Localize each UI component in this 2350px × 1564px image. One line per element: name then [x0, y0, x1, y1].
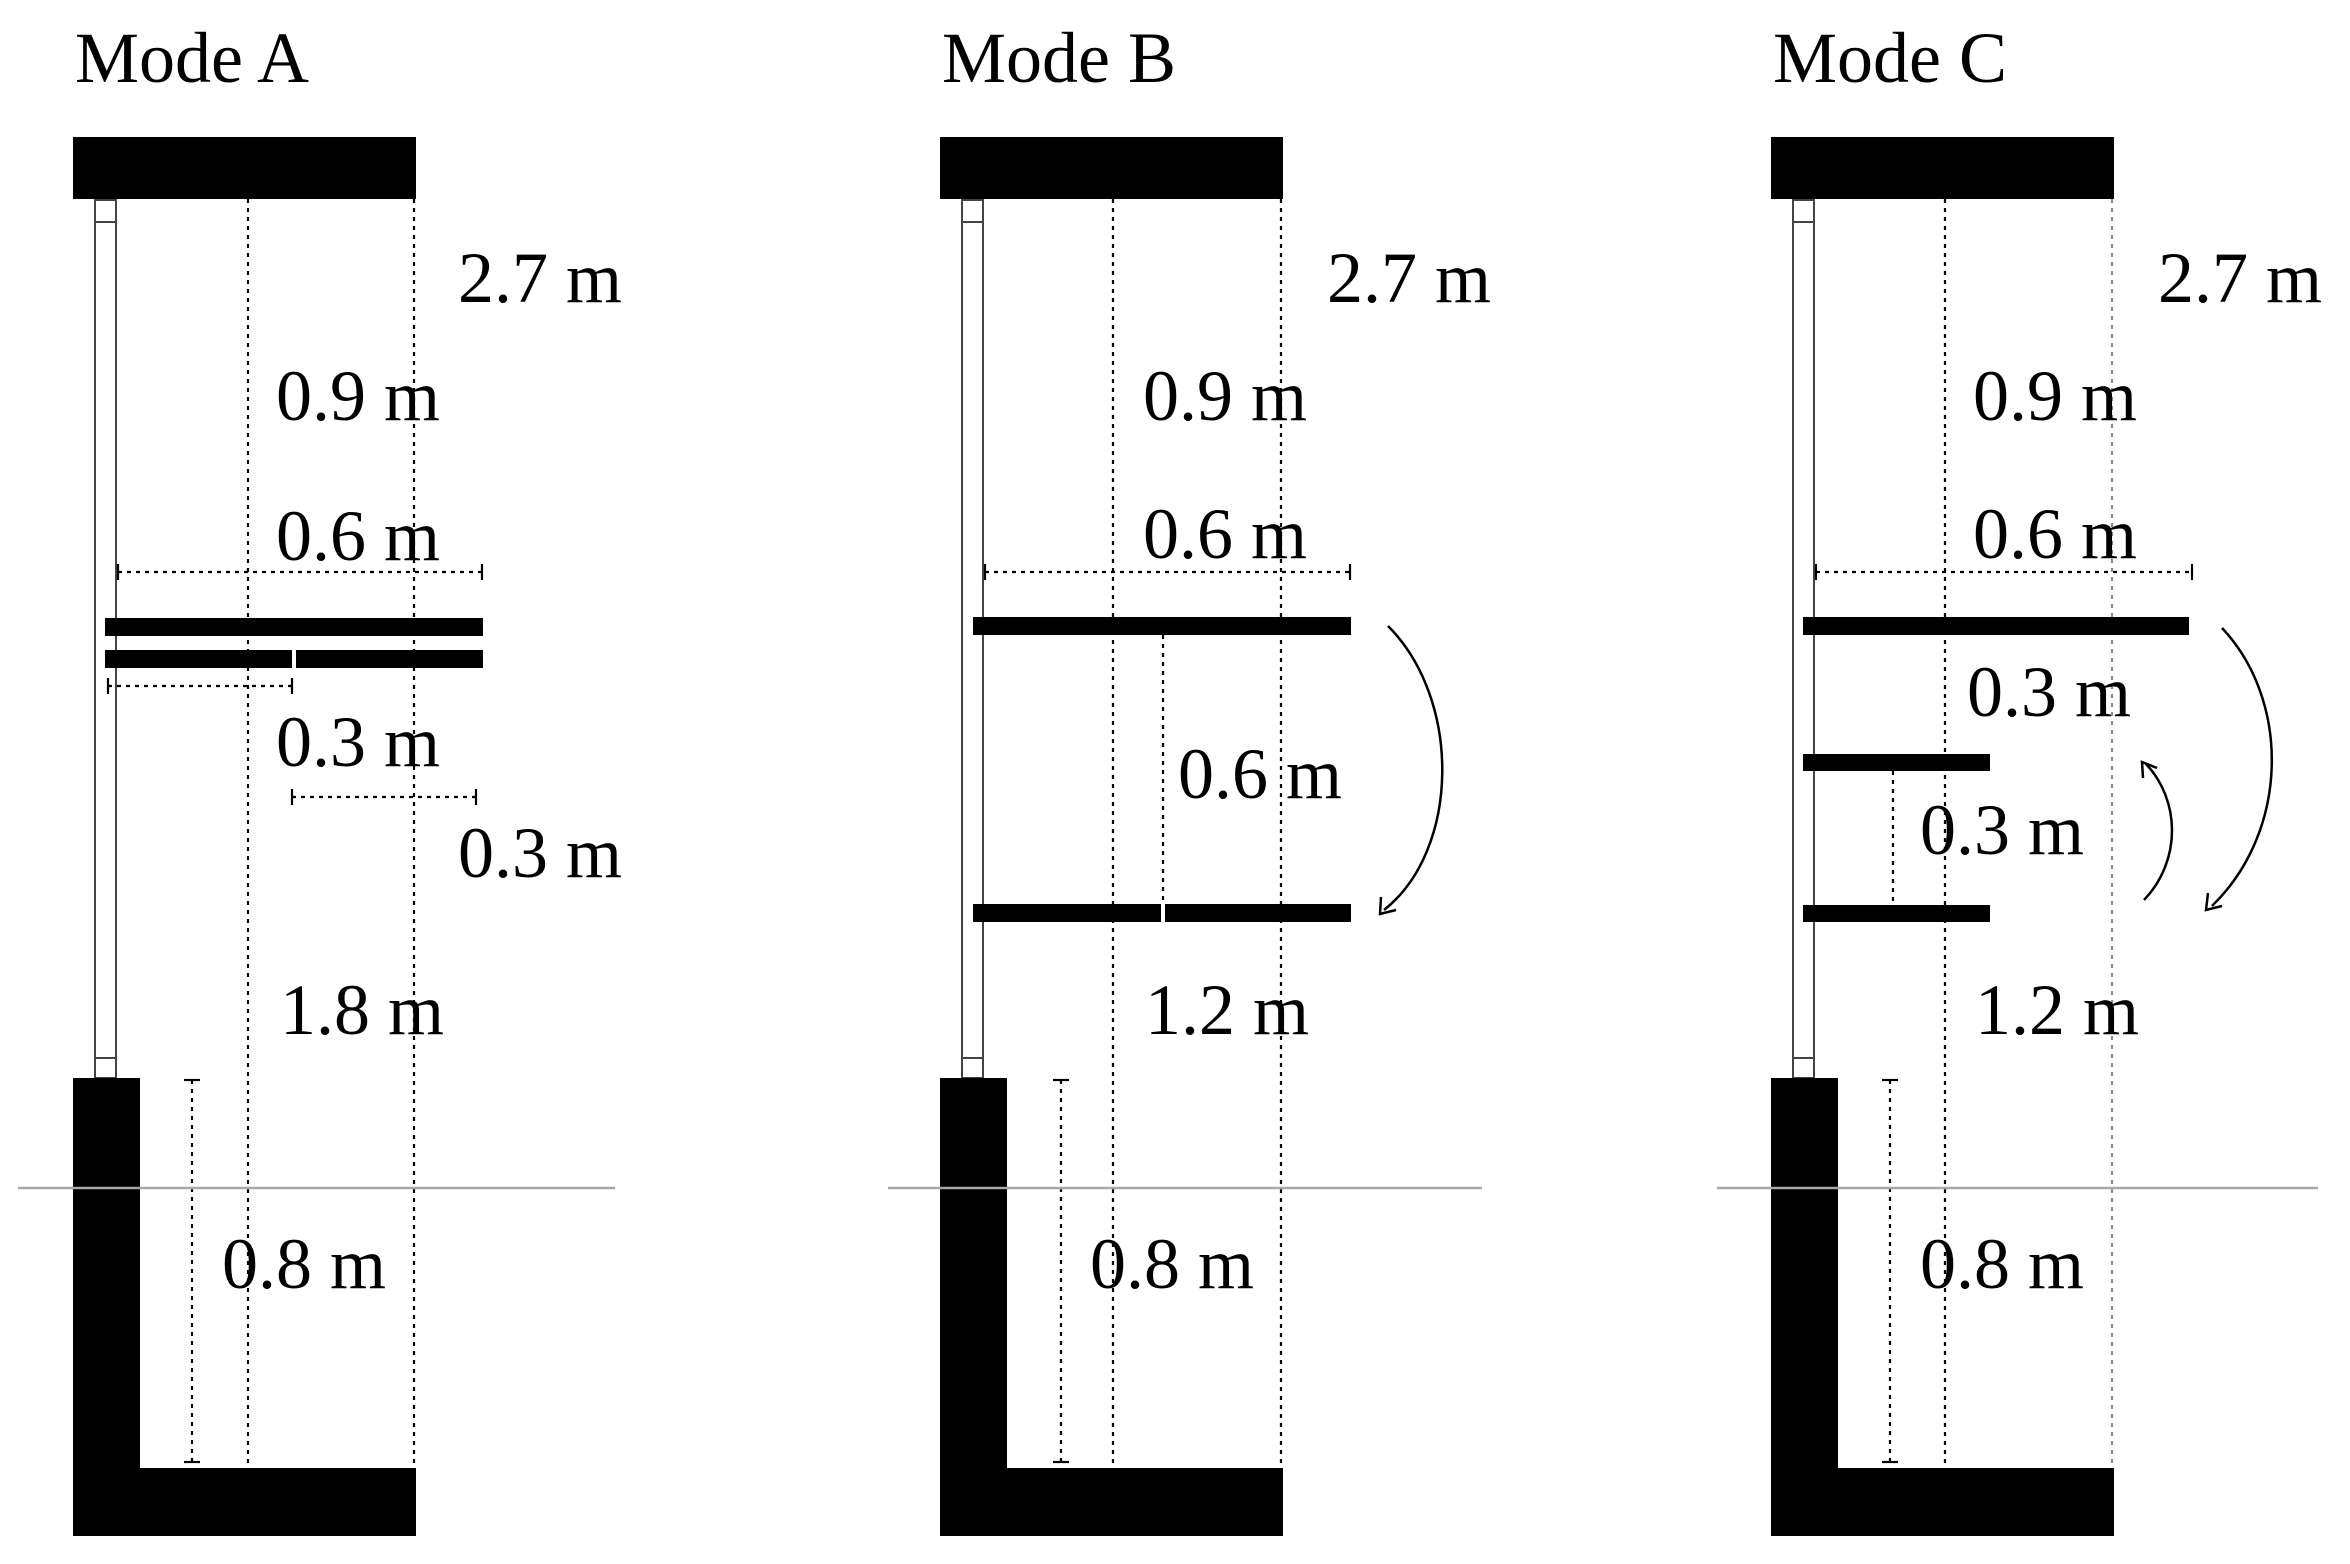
mode-a-upper-shelf [105, 618, 483, 636]
mode-c-base-structure [1771, 1078, 2114, 1536]
mode-b-movement-arc [1383, 625, 1444, 911]
mode-c-inner-movement-arc [2143, 763, 2174, 901]
mode-c-upper-shelf [1803, 617, 2189, 635]
mode-b-ceiling-slab [940, 137, 1283, 199]
mode-c-base-depth-label: 0.8 m [1920, 1224, 2084, 1304]
mode-c-outer-arrowhead [2204, 892, 2223, 912]
mode-a-total-height-label: 2.7 m [458, 238, 622, 318]
mode-c-inner-arrowhead [2140, 760, 2158, 779]
mode-c-title: Mode C [1773, 18, 2007, 98]
mode-c-lower-section-label: 1.2 m [1975, 970, 2139, 1050]
mode-b-overhang-label: 0.6 m [1143, 494, 1307, 574]
mode-b-arrowhead [1378, 896, 1397, 916]
mode-b-shelf-spacing-label: 0.6 m [1178, 734, 1342, 814]
mode-b-total-height-label: 2.7 m [1327, 238, 1491, 318]
mode-b-base-structure [940, 1078, 1283, 1536]
mode-b-panel: Mode B 2.7 m 0.9 m 0.6 m 0.6 m 1.2 m 0.8… [888, 18, 1491, 1536]
mode-c-short-shelf-upper [1803, 754, 1990, 771]
mode-c-wall-pipe [1792, 199, 1815, 1079]
mode-c-overhang-label: 0.6 m [1973, 494, 2137, 574]
mode-a-wall-pipe [94, 199, 117, 1079]
mode-b-lower-section-label: 1.2 m [1145, 970, 1309, 1050]
mode-b-title: Mode B [942, 18, 1176, 98]
mode-b-top-section-label: 0.9 m [1143, 356, 1307, 436]
mode-c-short-spacing-label: 0.3 m [1920, 790, 2084, 870]
mode-c-upper-gap-label: 0.3 m [1967, 652, 2131, 732]
mode-c-total-height-label: 2.7 m [2158, 238, 2322, 318]
mode-b-base-depth-label: 0.8 m [1090, 1224, 1254, 1304]
mode-b-upper-shelf [973, 617, 1351, 635]
mode-c-short-shelf-lower [1803, 905, 1990, 922]
mode-a-base-structure [73, 1078, 416, 1536]
mode-c-ceiling-slab [1771, 137, 2114, 199]
mode-c-outer-movement-arc [2211, 627, 2274, 907]
mode-a-base-depth-label: 0.8 m [222, 1224, 386, 1304]
mode-a-outer-label: 0.3 m [458, 813, 622, 893]
mode-c-panel: Mode C 2.7 m 0.9 m 0.6 m 0.3 m 0.3 m 1.2… [1717, 18, 2322, 1536]
mode-c-top-section-label: 0.9 m [1973, 356, 2137, 436]
mode-a-panel: Mode A 2.7 m 0.9 m [18, 18, 622, 1536]
mode-a-overhang-label: 0.6 m [276, 496, 440, 576]
mode-a-inner-label: 0.3 m [276, 702, 440, 782]
mode-b-wall-pipe [961, 199, 984, 1079]
mode-a-top-section-label: 0.9 m [276, 356, 440, 436]
mode-a-title: Mode A [75, 18, 309, 98]
mode-a-lower-section-label: 1.8 m [280, 970, 444, 1050]
mode-a-ceiling-slab [73, 137, 416, 199]
